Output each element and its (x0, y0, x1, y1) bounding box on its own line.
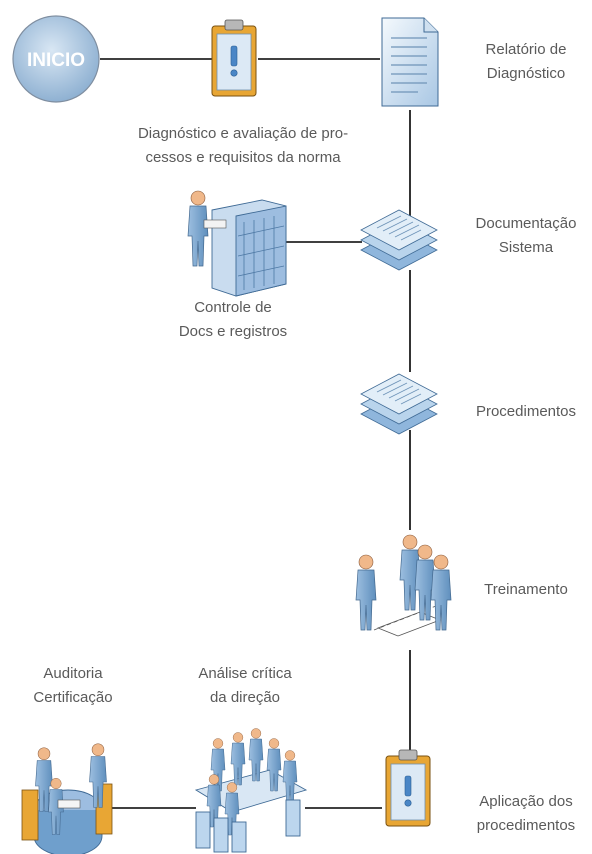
document-stack-icon (360, 209, 438, 271)
label-relatorio: Relatório de Diagnóstico (485, 41, 567, 82)
meeting-table-icon (194, 728, 308, 853)
label-treinamento: Treinamento (484, 581, 568, 598)
server-operator-icon (187, 190, 287, 297)
document-icon (381, 17, 439, 107)
label-procedimentos: Procedimentos (475, 403, 577, 420)
label-auditoria: Auditoria Certificação (33, 665, 113, 706)
people-group-icon (355, 534, 452, 637)
label-documentacao: Documentação Sistema (475, 215, 577, 256)
label-controle: Controle de Docs e registros (178, 299, 288, 340)
label-aplicacao: Aplicação dos procedimentos (476, 793, 576, 834)
label-analise: Análise crítica da direção (198, 665, 292, 706)
clipboard-icon (211, 19, 257, 97)
connector-lines (100, 58, 411, 809)
label-diagnostico: Diagnóstico e avaliação de pro- cessos e… (137, 125, 349, 166)
document-stack-icon (360, 373, 438, 435)
start-label: INICIO (27, 50, 85, 71)
clipboard-icon (385, 749, 431, 827)
start-node: INICIO (12, 15, 100, 103)
audit-meeting-icon (21, 743, 113, 854)
